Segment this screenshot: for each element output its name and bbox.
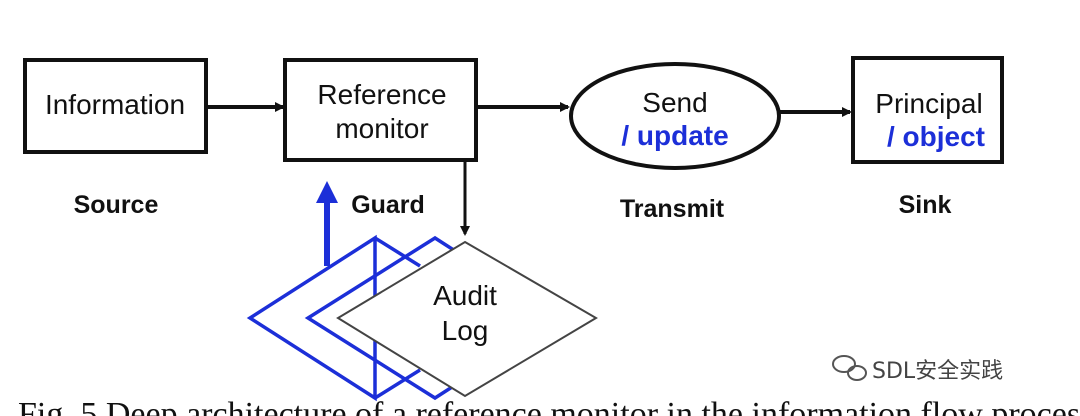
transmit-role-label: Transmit	[620, 195, 725, 223]
send-update-label: / update	[621, 120, 728, 151]
source-box-label: Information	[45, 89, 185, 120]
reference-monitor-label-line1: Reference	[317, 79, 446, 110]
source-role-label: Source	[74, 191, 159, 219]
reference-monitor-label-line2: monitor	[335, 113, 428, 144]
guard-role-label: Guard	[351, 191, 425, 219]
send-ellipse	[569, 62, 781, 170]
reference-monitor-box	[283, 58, 478, 162]
wechat-icon	[832, 355, 867, 381]
send-label: Send	[642, 87, 707, 118]
watermark-text: SDL安全实践	[872, 359, 1003, 384]
sink-role-label: Sink	[899, 191, 952, 219]
principal-object-label: / object	[887, 121, 985, 152]
audit-log-label-line2: Log	[442, 315, 489, 346]
source-box	[23, 58, 208, 154]
audit-log-label-line1: Audit	[433, 280, 497, 311]
figure-caption: Fig. 5 Deep architecture of a reference …	[18, 396, 1080, 416]
audit-log-diamond	[336, 240, 598, 398]
audit-log-stack-connector-bottom	[374, 368, 421, 400]
principal-label: Principal	[875, 88, 982, 119]
audit-log-stack-connector-top	[374, 236, 421, 268]
principal-box	[851, 56, 1004, 164]
